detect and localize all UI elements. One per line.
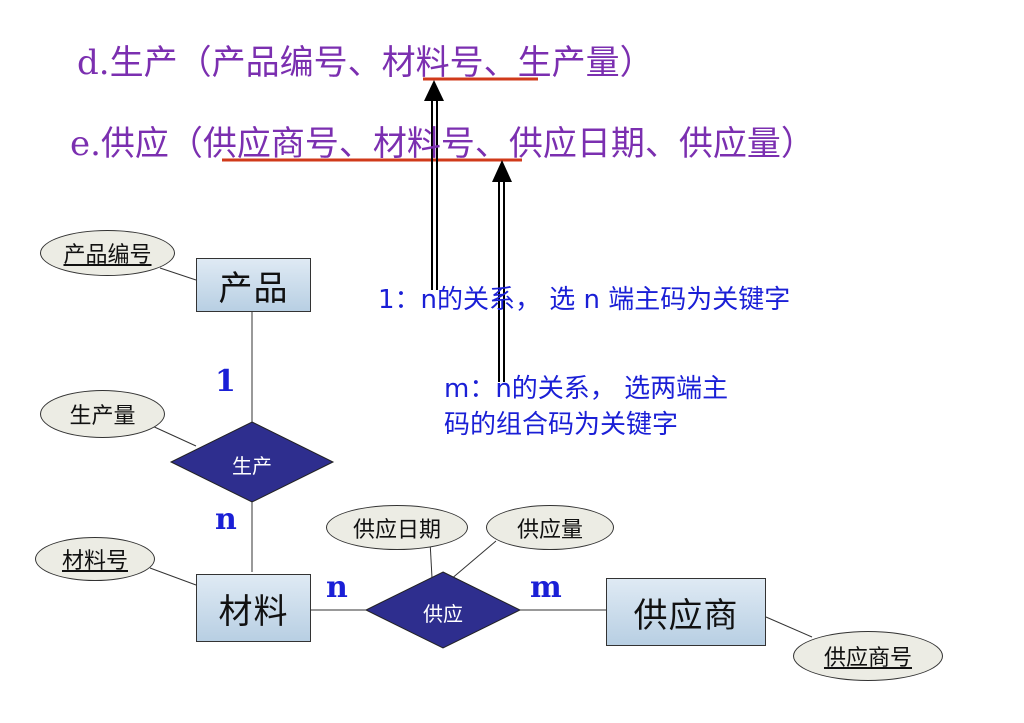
attribute-supply-qty: 供应量: [486, 505, 614, 550]
arrow-many-to-many: [498, 180, 505, 382]
arrow-one-to-many: [431, 98, 438, 290]
note-many-to-many-line2: 码的组合码为关键字: [444, 410, 679, 440]
note-one-to-many: 1：n的关系， 选 n 端主码为关键字: [378, 285, 791, 315]
arrowhead-one-to-many: [424, 80, 444, 101]
note-many-to-many-line1: m：n的关系， 选两端主: [444, 374, 729, 404]
attribute-output: 生产量: [40, 390, 165, 438]
entity-supplier: 供应商: [606, 578, 766, 646]
attribute-material-no: 材料号: [35, 537, 155, 581]
attribute-supply-date: 供应日期: [326, 505, 468, 550]
attribute-product-no: 产品编号: [40, 230, 175, 276]
cardinality-produce-material: n: [215, 502, 237, 537]
diamond-supply: [364, 571, 522, 649]
entity-material: 材料: [196, 574, 311, 642]
cardinality-supply-supplier: m: [530, 570, 562, 605]
entity-product: 产品: [196, 258, 311, 312]
diamond-produce: [169, 421, 335, 503]
relation-e: e.供应（供应商号、材料号、供应日期、供应量）: [70, 124, 815, 164]
relationship-supply-label: 供应: [423, 602, 463, 626]
cardinality-material-supply: n: [326, 570, 348, 605]
relation-d: d.生产（产品编号、材料号、生产量）: [77, 43, 654, 83]
cardinality-product-produce: 1: [215, 364, 236, 399]
arrowhead-many-to-many: [492, 160, 512, 182]
relationship-produce-label: 生产: [232, 454, 272, 478]
attribute-supplier-no: 供应商号: [793, 631, 943, 681]
